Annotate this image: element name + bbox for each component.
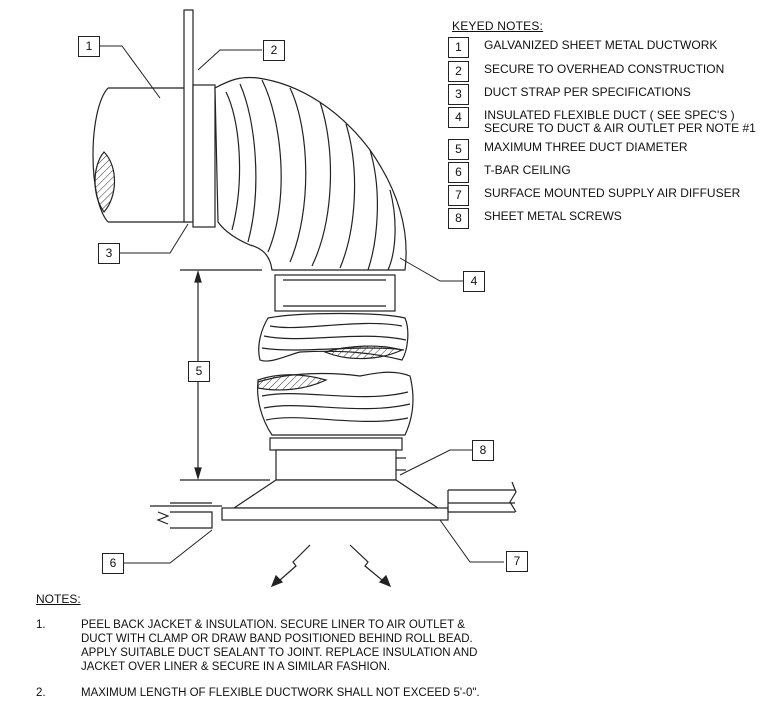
keyed-note-number: 5 (448, 139, 469, 160)
flex-duct-lower-section (257, 371, 414, 436)
keyed-note-text: INSULATED FLEXIBLE DUCT ( SEE SPEC'S ) S… (484, 108, 756, 135)
callout-3: 3 (98, 243, 120, 264)
keyed-note-2: 2 SECURE TO OVERHEAD CONSTRUCTION (448, 61, 724, 82)
keyed-note-4: 4 INSULATED FLEXIBLE DUCT ( SEE SPEC'S )… (448, 107, 756, 135)
keyed-note-text: GALVANIZED SHEET METAL DUCTWORK (484, 38, 718, 52)
flex-duct-upper-section (258, 312, 409, 362)
callout-7: 7 (506, 551, 528, 572)
keyed-notes-title: KEYED NOTES: (452, 19, 544, 33)
keyed-note-text: T-BAR CEILING (484, 163, 571, 177)
callout-5: 5 (188, 361, 210, 382)
notes-title: NOTES: (36, 592, 81, 606)
callout-2: 2 (263, 40, 285, 61)
keyed-note-8: 8 SHEET METAL SCREWS (448, 208, 622, 229)
flexible-duct-elbow (214, 76, 407, 271)
keyed-note-number: 3 (448, 84, 469, 105)
note-text: PEEL BACK JACKET & INSULATION. SECURE LI… (81, 619, 478, 673)
keyed-note-5: 5 MAXIMUM THREE DUCT DIAMETER (448, 139, 688, 160)
callout-6: 6 (102, 553, 124, 574)
t-bar-ceiling (150, 481, 517, 529)
keyed-note-number: 4 (448, 107, 469, 128)
lower-clamp-band (269, 437, 406, 481)
note-text: MAXIMUM LENGTH OF FLEXIBLE DUCTWORK SHAL… (81, 687, 480, 699)
air-flow-arrows (270, 544, 392, 588)
keyed-note-text: SURFACE MOUNTED SUPPLY AIR DIFFUSER (484, 186, 741, 200)
duct-strap-hanger (183, 9, 216, 228)
sheet-metal-duct (92, 87, 190, 223)
keyed-note-number: 7 (448, 185, 469, 206)
keyed-note-number: 1 (448, 37, 469, 58)
keyed-note-6: 6 T-BAR CEILING (448, 162, 571, 183)
keyed-note-text: SHEET METAL SCREWS (484, 209, 622, 223)
keyed-note-text: SECURE TO OVERHEAD CONSTRUCTION (484, 62, 725, 76)
keyed-note-1: 1 GALVANIZED SHEET METAL DUCTWORK (448, 37, 717, 58)
note-number: 1. (36, 619, 46, 631)
keyed-note-3: 3 DUCT STRAP PER SPECIFICATIONS (448, 84, 691, 105)
keyed-note-text: MAXIMUM THREE DUCT DIAMETER (484, 140, 688, 154)
upper-clamp-band (274, 274, 396, 312)
callout-8: 8 (472, 440, 494, 461)
note-number: 2. (36, 687, 46, 699)
keyed-note-number: 6 (448, 162, 469, 183)
keyed-note-text: DUCT STRAP PER SPECIFICATIONS (484, 85, 691, 99)
callout-4: 4 (463, 271, 485, 292)
keyed-note-number: 2 (448, 61, 469, 82)
supply-air-diffuser (221, 479, 449, 521)
keyed-note-7: 7 SURFACE MOUNTED SUPPLY AIR DIFFUSER (448, 185, 740, 206)
callout-1: 1 (78, 36, 100, 57)
leader-lines (98, 45, 504, 564)
keyed-note-number: 8 (448, 208, 469, 229)
